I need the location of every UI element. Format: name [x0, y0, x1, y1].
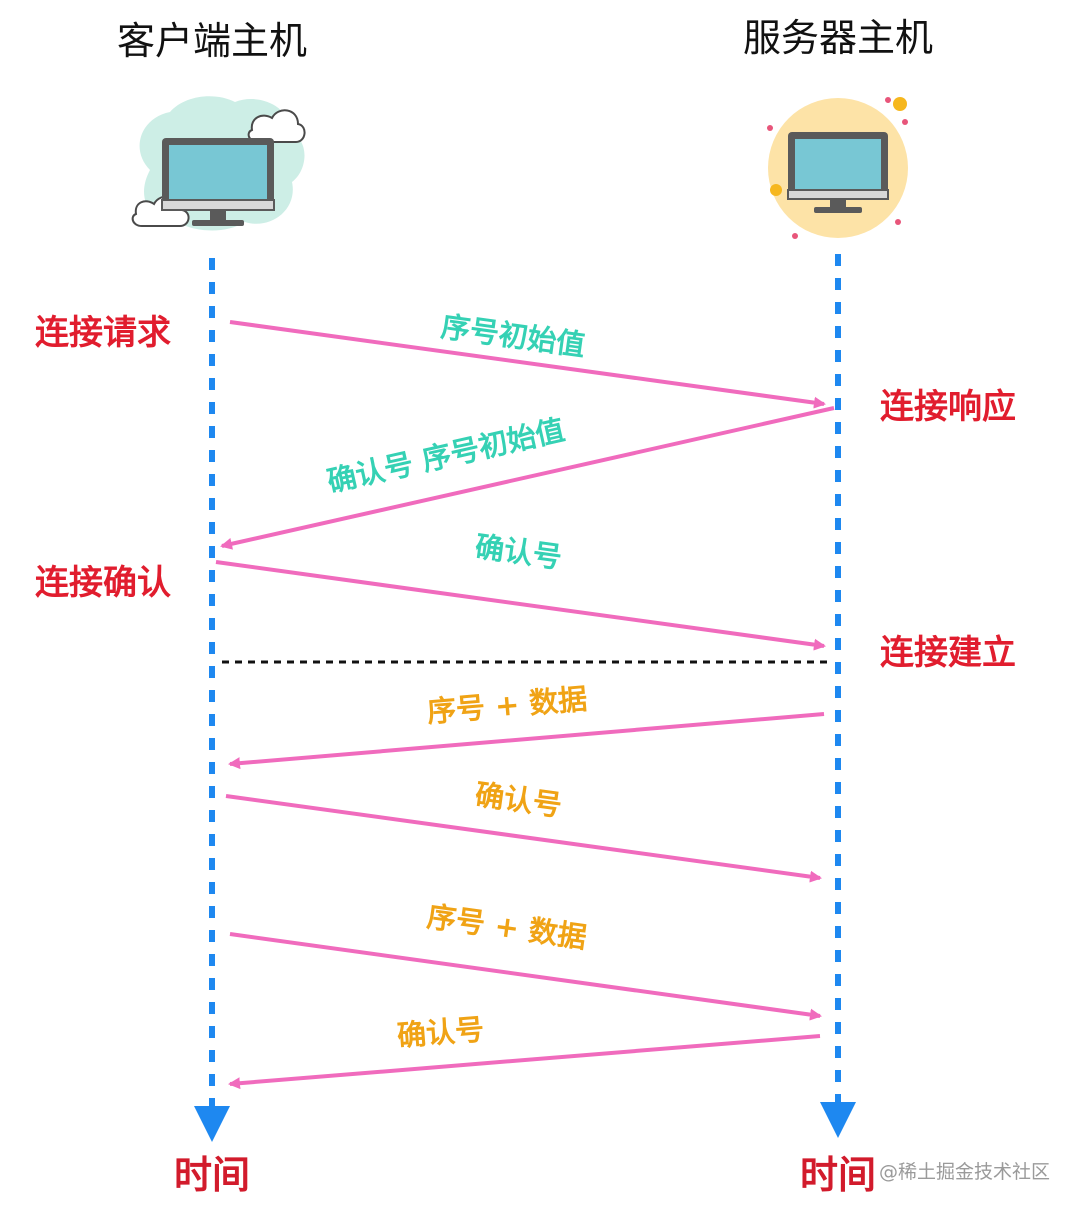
message-label-ack-1: 确认号: [473, 777, 564, 822]
server-timeline-arrowhead: [820, 1102, 856, 1138]
message-arrow-ack-2: [228, 1034, 821, 1090]
connect-confirm-label: 连接确认: [35, 563, 171, 603]
message-label-ack-2: 确认号: [396, 1012, 485, 1053]
message-arrow-ack: [215, 560, 826, 651]
connect-request-label: 连接请求: [35, 313, 171, 353]
client-host-title: 客户端主机: [117, 19, 307, 63]
message-label-ack: 确认号: [473, 529, 564, 574]
message-arrow-syn-ack: [220, 406, 835, 550]
connect-response-label: 连接响应: [880, 387, 1016, 427]
client-monitor-icon: [131, 96, 306, 231]
message-arrow-ack-1: [225, 794, 822, 883]
watermark-text: @稀土掘金技术社区: [879, 1161, 1050, 1183]
client-time-label: 时间: [174, 1153, 250, 1197]
message-arrow-data-1: [228, 712, 825, 770]
message-label-seq-data-2: 序号 + 数据: [425, 899, 589, 954]
message-label-seq-data-1: 序号 + 数据: [426, 682, 589, 729]
message-arrow-syn: [229, 320, 826, 409]
message-arrow-data-2: [229, 932, 822, 1021]
message-label-ack-seq-initial: 确认号 序号初始值: [324, 412, 568, 498]
server-host-title: 服务器主机: [743, 16, 933, 60]
client-timeline-arrowhead: [194, 1106, 230, 1142]
connect-established-label: 连接建立: [880, 633, 1016, 673]
server-time-label: 时间: [800, 1153, 876, 1197]
server-monitor-icon: [767, 97, 908, 239]
